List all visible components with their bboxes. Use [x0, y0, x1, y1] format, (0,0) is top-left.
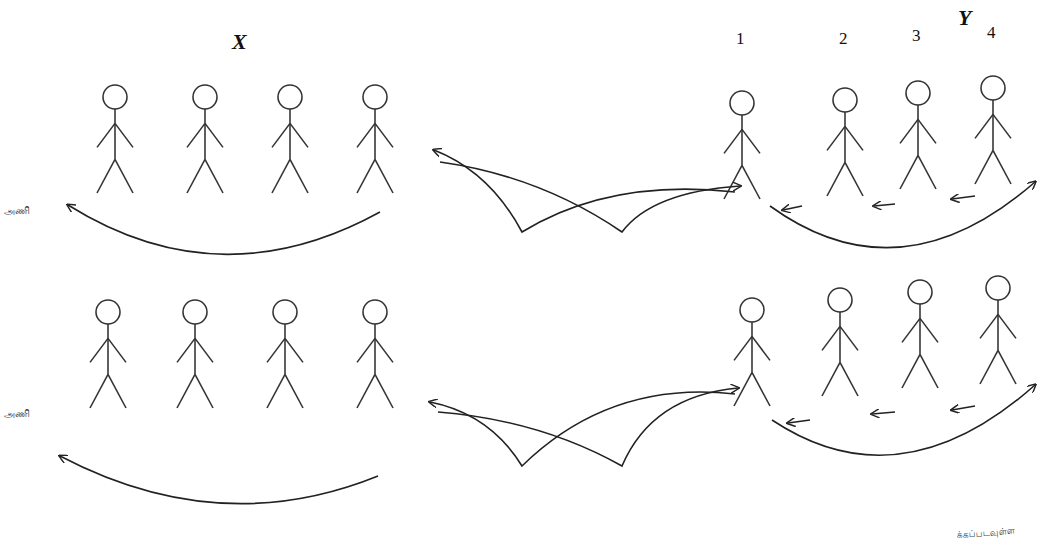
stick-figure [900, 81, 936, 189]
shift-arrow [783, 206, 802, 210]
shift-arrow [952, 406, 975, 410]
pass-arrow [434, 150, 735, 232]
player-number: 3 [912, 27, 921, 46]
stick-figure [357, 85, 393, 193]
pass-arrow [770, 182, 1035, 248]
group-label: Y [958, 6, 971, 30]
pass-arrow [438, 388, 738, 466]
pass-arrow [68, 205, 380, 254]
stick-figure [724, 91, 760, 199]
pass-arrow [440, 162, 740, 232]
page-fragment: க்கப்படவுள்ள [950, 524, 1021, 544]
stick-figure [90, 300, 126, 408]
stick-figure [822, 288, 858, 396]
shift-arrow [874, 204, 895, 206]
stick-figure [272, 85, 308, 193]
stick-figure [357, 300, 393, 408]
stick-figure [827, 88, 863, 196]
shift-arrow [952, 196, 975, 199]
shift-arrow [872, 412, 895, 414]
stick-figure [975, 76, 1011, 184]
stick-figure [177, 300, 213, 408]
team-label: அணி [4, 408, 30, 419]
pass-arrow [60, 456, 378, 504]
player-number: 2 [839, 30, 848, 49]
shift-arrow [788, 420, 810, 423]
pass-arrow [772, 385, 1035, 455]
stick-figure [734, 298, 770, 406]
stick-figure [902, 280, 938, 388]
stick-figure [187, 85, 223, 193]
team-label: அணி [4, 205, 30, 216]
player-number: 4 [987, 24, 996, 43]
group-label: X [232, 30, 247, 54]
stick-figure [267, 300, 303, 408]
pass-arrow [430, 392, 735, 466]
stick-figure [980, 276, 1016, 384]
player-number: 1 [736, 30, 745, 49]
stick-figure [97, 85, 133, 193]
